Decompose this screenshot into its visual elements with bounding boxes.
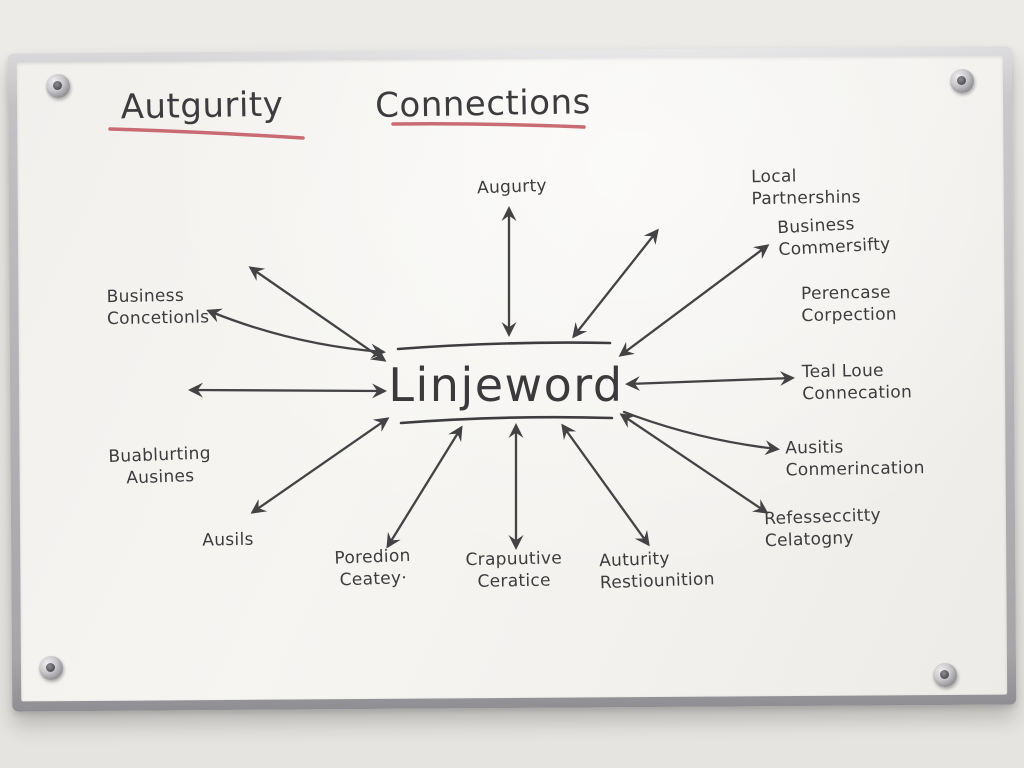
node-ausils: Ausils bbox=[202, 529, 254, 551]
title-autgurity: Autgurity bbox=[120, 84, 284, 128]
mounting-screw-3 bbox=[39, 656, 63, 680]
node-local-partnershins: Local Partnershins bbox=[750, 166, 862, 209]
node-crapuutive-ceratice: Crapuutive Ceratice bbox=[465, 548, 563, 592]
mounting-screw-2 bbox=[950, 69, 974, 93]
center-keyword: Linjeword bbox=[388, 358, 624, 412]
node-business-concetionls: Business Concetionls bbox=[106, 285, 210, 329]
mounting-screw-1 bbox=[46, 74, 70, 98]
node-buablurting-ausines: Buablurting Ausines bbox=[108, 443, 212, 489]
node-teal-loue-connecation: Teal Loue Connecation bbox=[801, 360, 913, 404]
node-business-commersifty: Business Commersifty bbox=[776, 214, 892, 260]
node-refesseccitty-celatogny: Refesseccitty Celatogny bbox=[763, 505, 882, 552]
node-perencase-corpection: Perencase Corpection bbox=[800, 282, 898, 326]
node-auturity-restiounition: Auturity Restiounition bbox=[598, 548, 716, 593]
node-augurty: Augurty bbox=[476, 175, 548, 199]
node-poredion-ceatey: Poredion Ceatey· bbox=[334, 545, 412, 591]
title-connections: Connections bbox=[374, 82, 592, 126]
node-ausitis-conmerincation: Ausitis Conmerincation bbox=[785, 437, 925, 481]
mounting-screw-4 bbox=[933, 663, 957, 687]
